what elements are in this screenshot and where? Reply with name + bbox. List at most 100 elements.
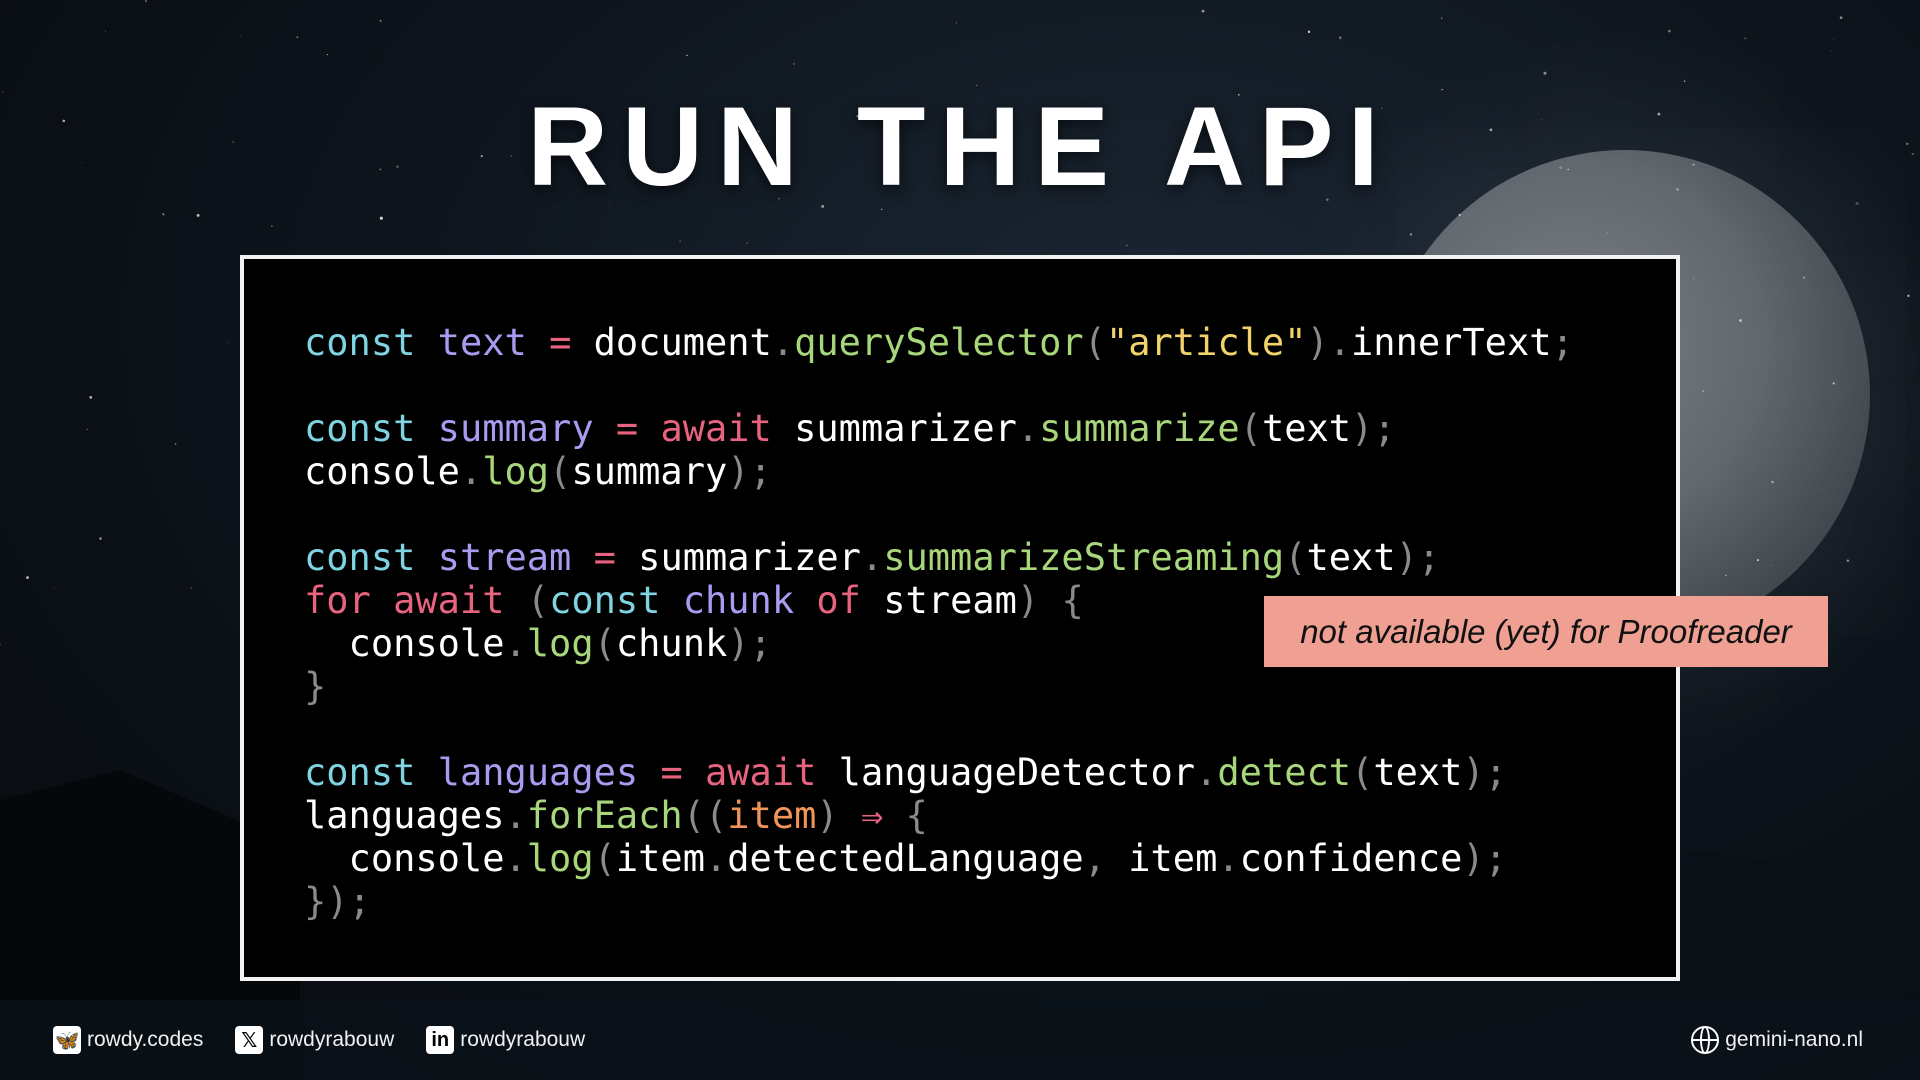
code-token-identifier [527,321,549,364]
code-token-identifier [683,751,705,794]
star [270,225,273,228]
code-token-identifier [638,751,660,794]
star [190,587,192,589]
code-token-punctuation: ); [1462,837,1507,880]
code-token-punctuation: { [1061,579,1084,622]
star [105,30,106,32]
code-token-identifier [660,579,682,622]
star [1725,574,1727,577]
star [1839,16,1843,19]
code-token-identifier [638,407,660,450]
code-token-identifier: console [304,450,460,493]
star [1693,278,1695,280]
star [89,396,93,399]
slide-title: RUN THE API [527,84,1393,209]
star [196,213,200,217]
mountain-silhouette [0,770,1920,1080]
code-token-punctuation: ). [1306,321,1352,364]
star [296,36,299,39]
code-token-identifier: languages [304,794,505,837]
code-token-punctuation: . [1217,837,1240,880]
code-line: } [304,665,1574,708]
availability-note: not available (yet) for Proofreader [1264,596,1828,667]
code-token-punctuation: , [1083,837,1106,880]
code-token-identifier [415,536,437,579]
code-token-identifier: item [1105,837,1218,880]
code-token-keyword: const [304,536,416,579]
code-line: languages.forEach((item) ⇒ { [304,794,1574,837]
code-token-function-name: log [526,837,594,880]
code-token-identifier [883,794,905,837]
bluesky-handle: rowdy.codes [87,1028,204,1051]
star [1830,50,1832,52]
star [1657,112,1661,116]
star [480,155,483,158]
star [1692,163,1695,166]
star [1237,93,1240,96]
code-token-punctuation: . [1016,407,1040,450]
code-token-punctuation: { [905,794,928,837]
star [1461,192,1462,194]
code-token-function-name: querySelector [794,321,1084,364]
code-token-identifier: summary [571,450,728,493]
star [956,22,957,24]
social-links: 🦋 rowdy.codes 𝕏 rowdyrabouw in rowdyrabo… [53,1022,617,1058]
code-token-identifier: console [304,622,505,665]
code-line [304,708,1574,751]
code-token-identifier: detectedLanguage [727,837,1084,880]
code-token-function-name: detect [1217,751,1352,794]
x-link[interactable]: 𝕏 rowdyrabouw [235,1026,394,1054]
star [81,161,83,163]
website-link[interactable]: gemini-nano.nl [1691,1022,1863,1058]
star [86,428,88,430]
star [379,216,383,220]
code-token-identifier: text [1261,407,1352,450]
star [1567,168,1569,171]
code-token-string-literal: "article" [1105,321,1307,364]
star [1543,71,1547,75]
code-token-identifier: confidence [1239,837,1463,880]
bluesky-link[interactable]: 🦋 rowdy.codes [53,1026,203,1054]
star [1802,276,1806,279]
code-token-variable: languages [437,751,639,794]
star [679,240,681,242]
code-token-identifier: item [615,837,705,880]
star [856,115,859,118]
star [1278,154,1281,156]
code-line: const languages = await languageDetector… [304,751,1574,794]
code-line: const summary = await summarizer.summari… [304,407,1574,450]
code-token-operator: = [660,751,683,794]
code-token-function-name: summarize [1039,407,1240,450]
star [379,168,382,171]
code-line: console.log(chunk); [304,622,1574,665]
star [148,284,150,286]
code-token-punctuation: ); [1395,536,1441,579]
code-token-punctuation: . [504,794,527,837]
code-token-identifier [839,794,861,837]
star [1409,233,1413,236]
code-token-punctuation: . [1195,751,1218,794]
code-token-punctuation: } [304,665,327,708]
linkedin-link[interactable]: in rowdyrabouw [426,1026,585,1054]
code-token-variable: chunk [682,579,795,622]
star [1770,564,1772,566]
star [1458,213,1461,217]
code-token-identifier: summarizer [615,536,861,579]
code-line: console.log(summary); [304,450,1574,493]
star [1326,198,1329,202]
code-token-variable: summary [437,407,594,450]
code-token-operator: = [549,321,572,364]
star [1911,152,1914,156]
code-token-punctuation: . [459,450,483,493]
star [162,213,165,216]
star [1744,37,1746,40]
code-token-keyword: const [304,407,416,450]
code-token-operator: of [816,579,861,622]
code-token-operator: await [660,407,772,450]
star [1489,128,1493,132]
star [240,36,242,37]
star [396,165,399,169]
star [1381,107,1383,109]
code-token-function-name: log [482,450,550,493]
code-token-function-name: log [526,622,594,665]
